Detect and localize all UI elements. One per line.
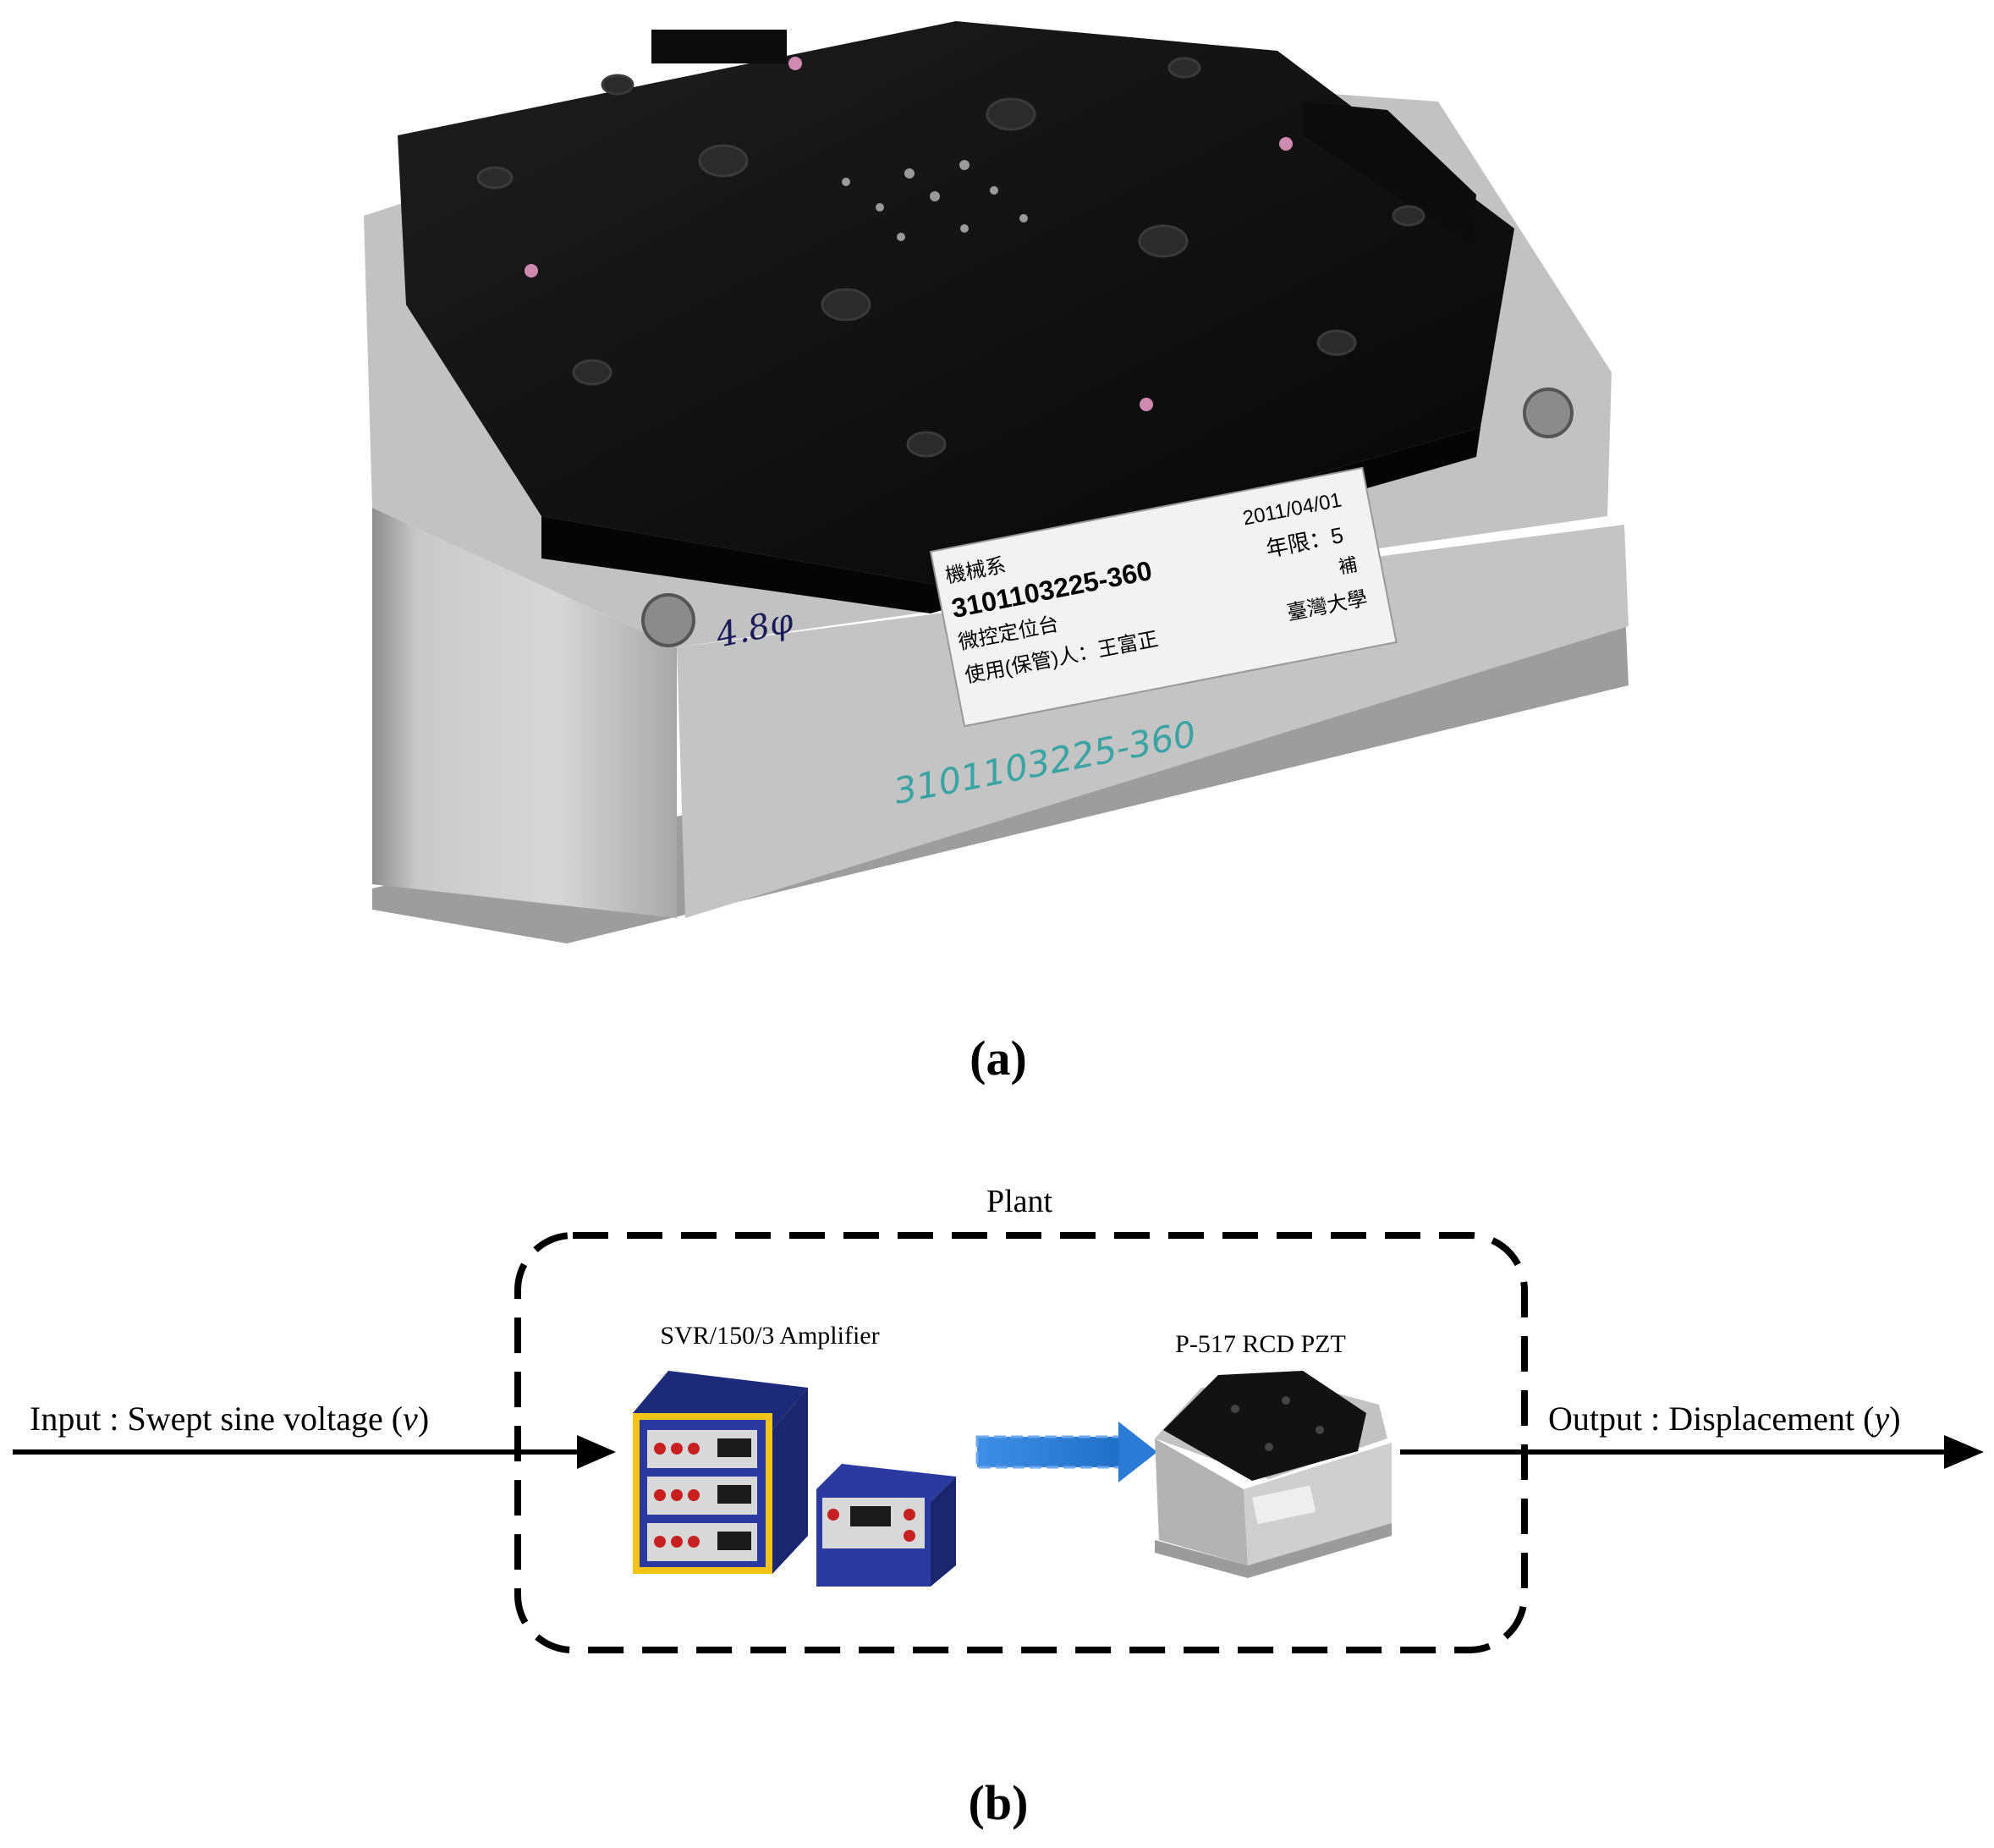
screw-right bbox=[1523, 388, 1574, 438]
output-arrowhead bbox=[1944, 1435, 1984, 1469]
stage-mounting-holes bbox=[476, 57, 1425, 458]
stage-pink-holes bbox=[525, 57, 1293, 411]
stage-small-holes bbox=[842, 160, 1028, 241]
plant-label: Plant bbox=[986, 1184, 1053, 1219]
asset-sticker: 機械系 3101103225-360 微控定位台 使用(保管)人：王富正 201… bbox=[929, 466, 1398, 728]
output-label: Output : Displacement (y) bbox=[1548, 1400, 1901, 1438]
stage-black-top bbox=[398, 21, 1514, 584]
caption-a: (a) bbox=[970, 1031, 1027, 1086]
sticker-status: 補 bbox=[1337, 553, 1359, 578]
amplifier-image bbox=[633, 1371, 956, 1587]
stage-top-edge bbox=[541, 427, 1480, 613]
stage-connector-right bbox=[1303, 102, 1476, 245]
amplifier-label: SVR/150/3 Amplifier bbox=[660, 1322, 879, 1350]
pzt-image bbox=[1155, 1371, 1392, 1578]
panel-a-stage-photo: 機械系 3101103225-360 微控定位台 使用(保管)人：王富正 201… bbox=[364, 21, 1629, 1086]
flow-arrow bbox=[975, 1422, 1157, 1482]
stage-connector-top bbox=[651, 30, 787, 63]
input-label: Input : Swept sine voltage (v) bbox=[30, 1400, 429, 1438]
input-arrowhead bbox=[577, 1435, 616, 1469]
screw-left bbox=[641, 593, 695, 647]
panel-b-block-diagram: Plant Input : Swept sine voltage (v) Out… bbox=[13, 1184, 1984, 1830]
pzt-label: P-517 RCD PZT bbox=[1175, 1330, 1346, 1358]
stage-front-face bbox=[372, 508, 677, 918]
caption-b: (b) bbox=[969, 1775, 1029, 1830]
plant-box bbox=[514, 1232, 1528, 1653]
